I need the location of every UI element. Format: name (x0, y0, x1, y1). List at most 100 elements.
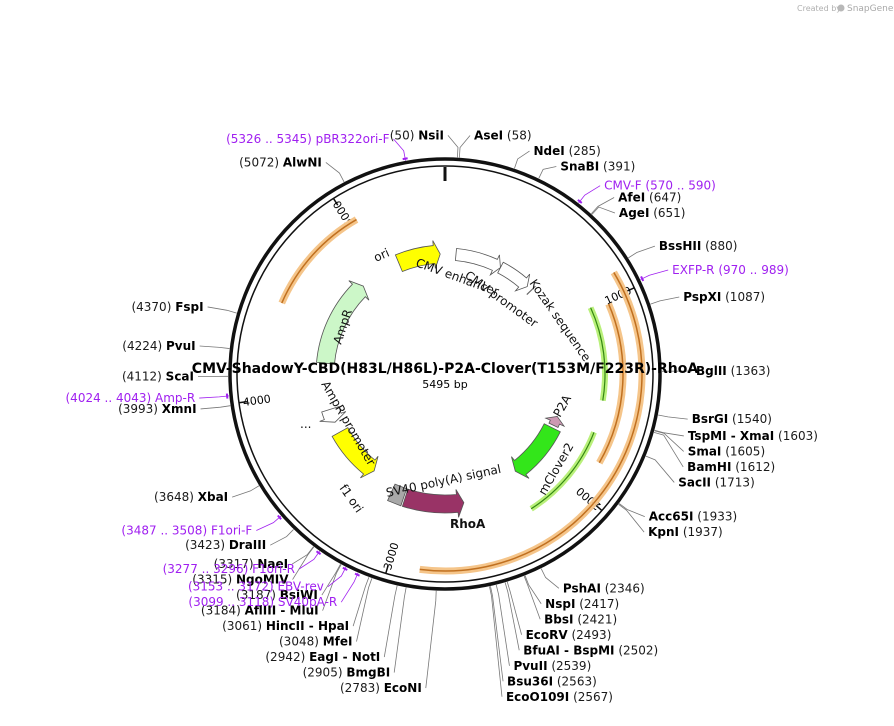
leader-pbr322ori-f (393, 138, 406, 161)
leader-smai (654, 430, 684, 452)
leader-afliii-mlui (322, 564, 342, 611)
plasmid-title: CMV-ShadowY-CBD(H83L/H86L)-P2A-Clover(T1… (192, 361, 699, 377)
site-label-ngomiv: (3315) NgoMIV (192, 573, 289, 587)
orf-line-0 (598, 303, 624, 464)
feature-label-f1-ori: f1 ori (337, 482, 366, 516)
site-label-pshai: PshAI (2346) (563, 581, 645, 595)
site-label-bglii: BglII (1363) (696, 364, 771, 378)
leader-ecorv (506, 581, 522, 635)
leaders-layer (198, 135, 692, 697)
watermark-brand: SnapGene (847, 4, 894, 14)
leader-nsii (447, 135, 459, 158)
primer-mark-pbr322ori-f (402, 157, 408, 161)
leader-f1ori-r (298, 550, 320, 570)
primer-mark-exfp-r (640, 276, 645, 282)
p2a-arrow (544, 416, 566, 428)
leader-xbai (232, 485, 260, 498)
ori-arrow (394, 240, 441, 273)
primer-mark-ebv-rev (342, 566, 348, 571)
leader-snabi (538, 166, 557, 179)
site-label-asei: AseI (58) (474, 129, 532, 143)
kozak-mark (526, 285, 536, 296)
snapgene-watermark: Created by SnapGene (797, 4, 894, 14)
watermark-prefix: Created by (797, 4, 841, 13)
site-label-smai: SmaI (1605) (688, 444, 765, 458)
site-label-nspi: NspI (2417) (545, 597, 619, 611)
features-layer (278, 216, 646, 575)
labels-layer: AseI (58)NdeI (285)SnaBI (391)AfeI (647)… (66, 128, 818, 703)
ampr-arrow (316, 280, 370, 365)
leader-xmni (200, 405, 231, 410)
primer-label-amp-r: (4024 .. 4043) Amp-R (66, 391, 196, 405)
site-label-xmni: (3993) XmnI (118, 402, 196, 416)
tick-3000 (385, 565, 389, 574)
site-label-pvuii: PvuII (2539) (513, 659, 591, 673)
tick-5000 (332, 198, 339, 206)
leader-sv40pa-r (340, 572, 359, 603)
feature-label-ori: ori (372, 246, 392, 265)
mclover2-arrow (511, 423, 561, 479)
cmv-enhancer-arrow (454, 248, 501, 277)
leader-asei (458, 135, 471, 158)
leader-bsu36i (490, 586, 504, 682)
primer-mark-f1ori-f (277, 514, 282, 520)
site-label-econi: (2783) EcoNI (340, 681, 422, 695)
orf-line-1 (419, 502, 595, 572)
site-label-acc65i: Acc65I (1933) (649, 510, 737, 524)
leader-acc65i (618, 503, 645, 517)
leader-agei (591, 206, 616, 215)
site-label-pvui: (4224) PvuI (122, 339, 195, 353)
site-label-ecorv: EcoRV (2493) (526, 628, 612, 642)
site-label-bsu36i: Bsu36I (2563) (507, 674, 597, 688)
site-label-xbai: (3648) XbaI (154, 490, 228, 504)
primer-mark-f1ori-r (315, 550, 322, 556)
site-label-nsii: (50) NsiI (390, 128, 444, 142)
backbone-outer-ring (228, 157, 662, 591)
primer-label-sv40pa-r: (3099 .. 3118) SV40pA-R (188, 595, 337, 609)
leader-pvuii (495, 584, 510, 666)
leader-cmv-f (578, 185, 601, 204)
sv40-grey-block (387, 483, 408, 507)
ampr-promoter-arrow (319, 406, 347, 423)
site-label-bamhi: BamHI (1612) (687, 460, 775, 474)
leader-draiii (270, 529, 294, 546)
site-label-naei: (3317) NaeI (214, 557, 288, 571)
site-label-bsrgi: BsrGI (1540) (692, 412, 772, 426)
leader-fspi (207, 306, 237, 314)
site-label-ndei: NdeI (285) (534, 144, 601, 158)
feature-label-sv40: SV40 poly(A) signal (385, 462, 503, 500)
leader-kpni (618, 503, 645, 533)
leader-exfp-r (640, 269, 669, 280)
leader-hincii-hpai (352, 577, 370, 627)
leader-f1ori-f (256, 515, 282, 531)
plasmid-length: 5495 bp (422, 378, 467, 391)
leader-ecoo109i (489, 586, 503, 697)
primer-mark-cmv-f (577, 199, 583, 204)
leader-bfuai-bspmi (504, 582, 520, 651)
site-label-kpni: KpnI (1937) (648, 525, 723, 539)
leader-ndei (514, 150, 530, 169)
leader-bmgbi (393, 587, 407, 673)
site-label-bmgbi: (2905) BmgBI (303, 666, 391, 680)
primer-label-ebv-rev: (3153 .. 3172) EBV-rev (188, 580, 324, 594)
orf-green-2-line (530, 432, 595, 510)
site-label-bbsi: BbsI (2421) (544, 612, 617, 626)
site-label-draiii: (3423) DraIII (185, 538, 266, 552)
primer-label-f1ori-r: (3277 .. 3296) F1ori-R (163, 562, 295, 576)
site-label-fspi: (4370) FspI (131, 300, 203, 314)
cmv-promoter-arrow (497, 261, 531, 292)
site-label-agei: AgeI (651) (619, 206, 686, 220)
leader-ebv-rev (327, 566, 347, 587)
site-label-tspmi-xmai: TspMI - XmaI (1603) (688, 429, 818, 443)
leader-amp-r (199, 395, 230, 399)
orf-green-1-line (590, 307, 606, 401)
site-label-hincii-hpai: (3061) HincII - HpaI (222, 619, 349, 633)
site-label-snabi: SnaBI (391) (560, 160, 635, 174)
leader-ngomiv (292, 546, 315, 580)
site-label-pspxi: PspXI (1087) (683, 290, 765, 304)
leader-alwni (325, 162, 345, 183)
primer-mark-amp-r (225, 393, 229, 399)
site-label-alwni: (5072) AlwNI (239, 155, 322, 169)
tick-4000 (238, 400, 248, 404)
